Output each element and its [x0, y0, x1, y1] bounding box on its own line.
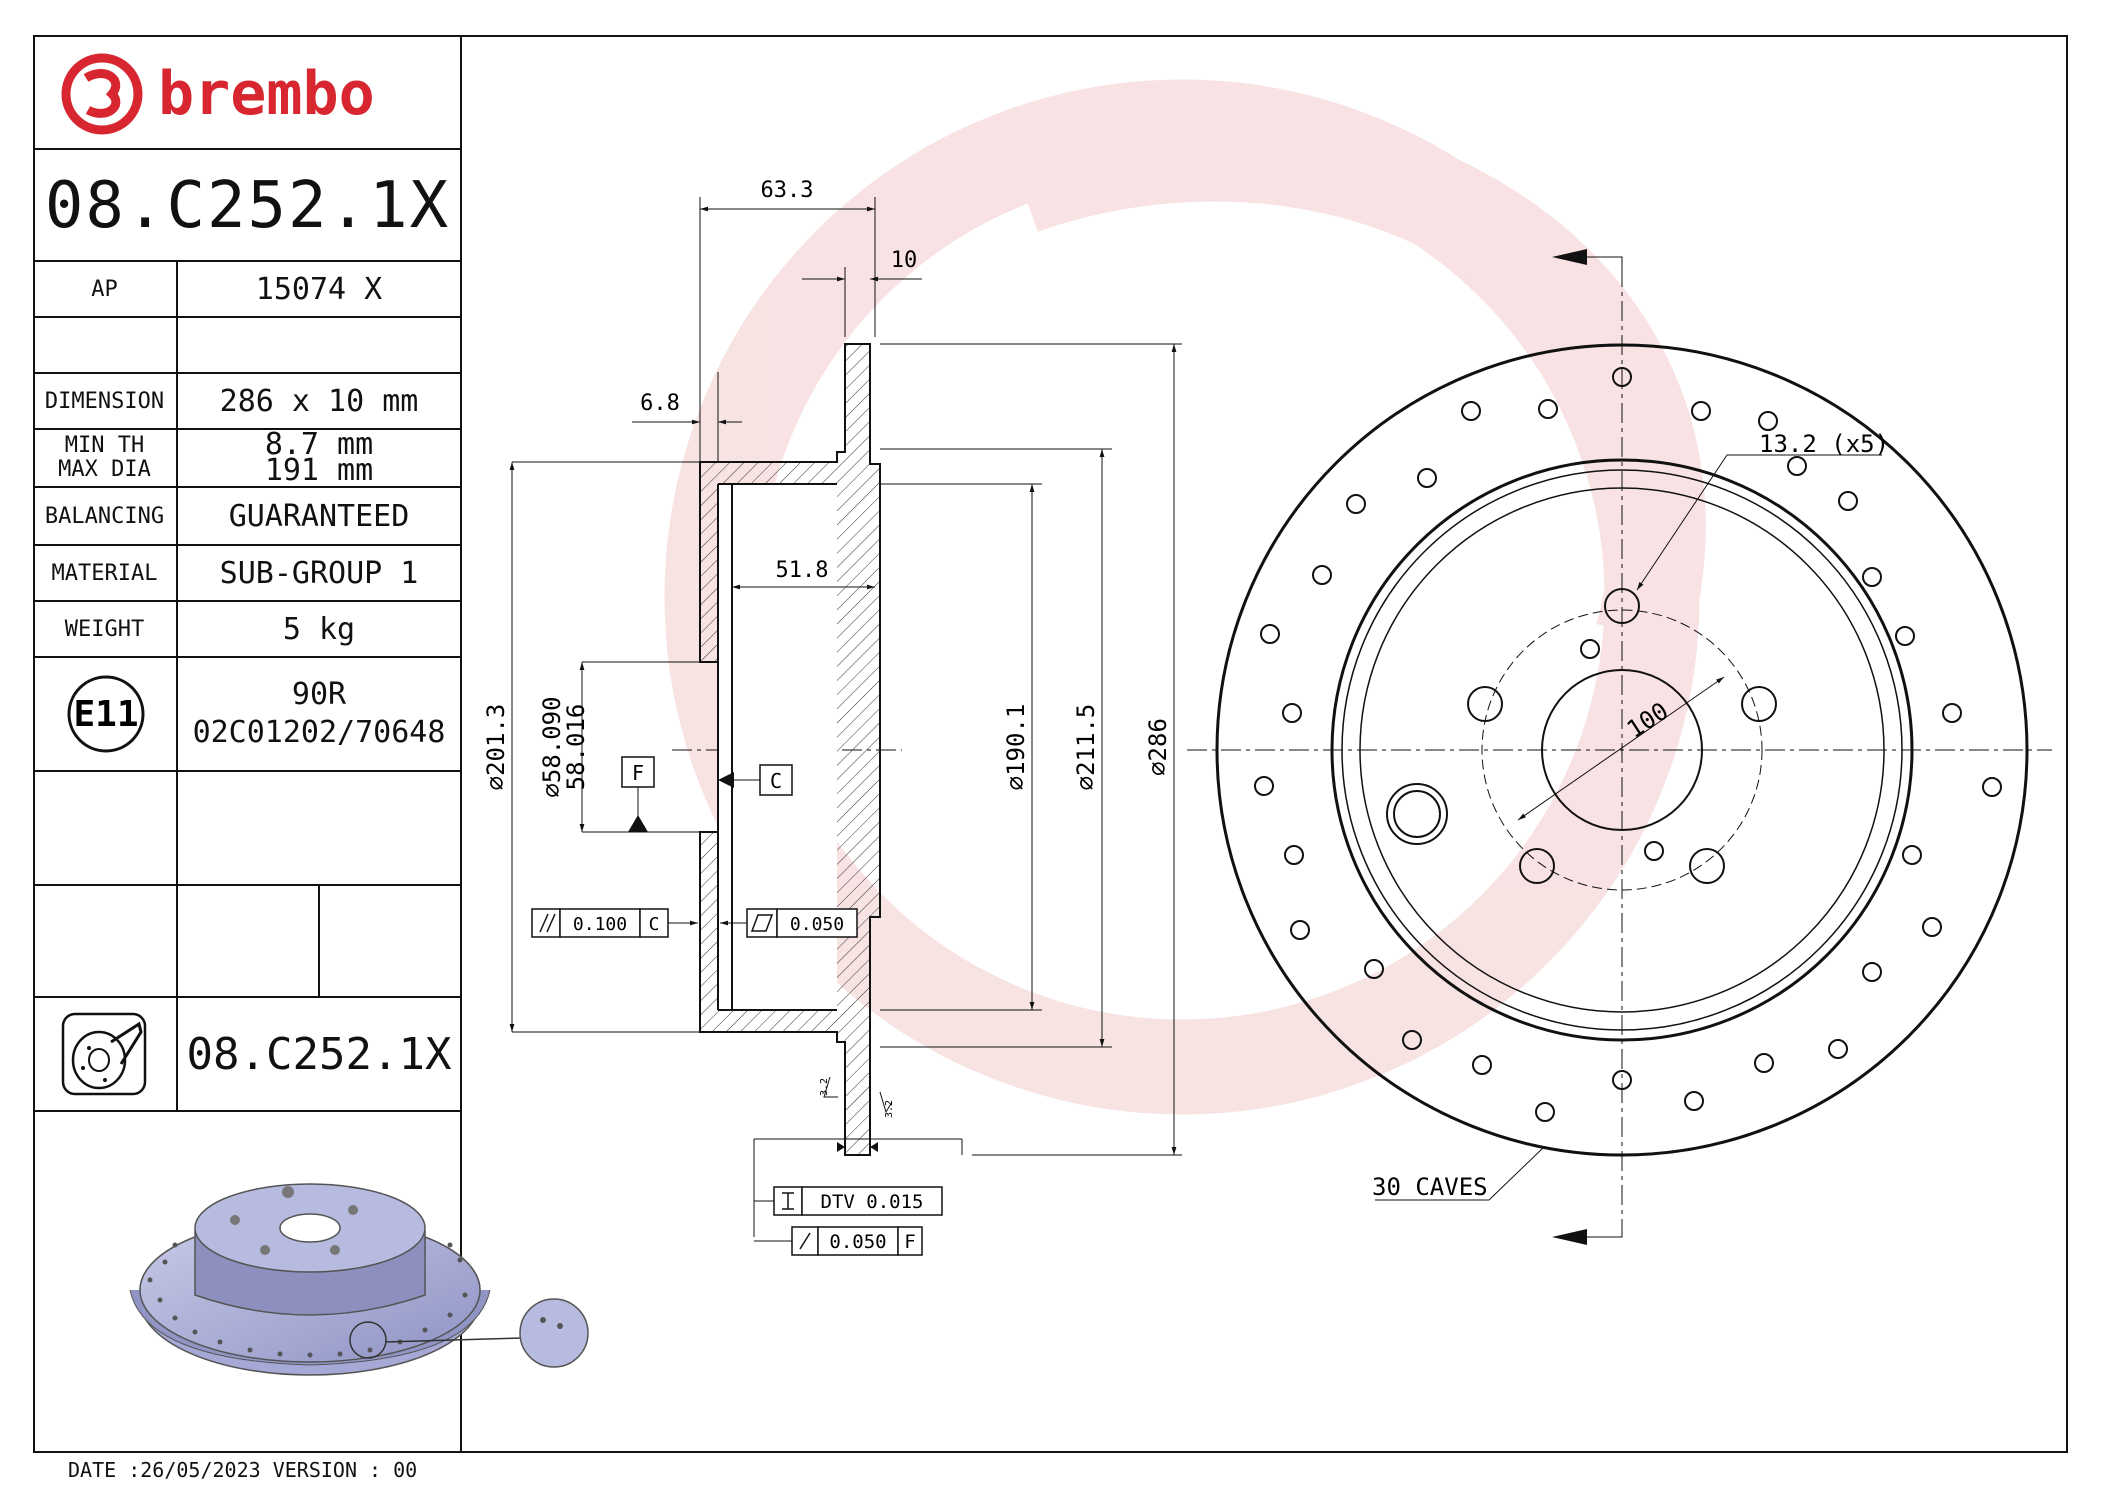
title-block — [33, 35, 462, 1453]
disc-3d-render — [129, 1183, 589, 1376]
spec-label: MIN TH MAX DIA — [58, 433, 151, 482]
svg-text:E11: E11 — [73, 694, 138, 735]
svg-text:C: C — [770, 769, 782, 793]
disc-drilled-icon — [61, 1012, 147, 1096]
svg-text:C: C — [649, 914, 660, 935]
spec-row-weight: WEIGHT 5 kg — [33, 602, 462, 658]
homologation-row: E11 90R 02C01202/70648 — [33, 658, 462, 772]
spec-row-min-th: MIN TH MAX DIA 8.7 mm 191 mm — [33, 430, 462, 488]
svg-text:58.016: 58.016 — [562, 704, 590, 791]
svg-text:brembo: brembo — [158, 59, 375, 129]
brand-row — [33, 37, 462, 150]
flatness-frame — [746, 908, 858, 938]
svg-text:∅190.1: ∅190.1 — [1002, 704, 1030, 791]
parallelism-frame — [531, 908, 669, 938]
cave-holes — [1254, 367, 2002, 1122]
svg-text:F: F — [904, 1231, 915, 1253]
spec-label: BALANCING — [44, 503, 165, 529]
dtv-icon — [782, 1192, 794, 1210]
svg-text:0.050: 0.050 — [790, 914, 844, 935]
svg-text:30 CAVES: 30 CAVES — [1372, 1173, 1488, 1201]
runout-icon — [799, 1232, 811, 1250]
svg-text:∅286: ∅286 — [1144, 718, 1172, 776]
part-code-title: 08.C252.1X — [44, 169, 451, 243]
svg-text:6.8: 6.8 — [640, 391, 680, 416]
svg-text:100: 100 — [1622, 697, 1674, 744]
spec-value: 286 x 10 mm — [219, 383, 419, 419]
svg-text:DTV 0.015: DTV 0.015 — [821, 1191, 924, 1213]
svg-text:3.2: 3.2 — [819, 1078, 830, 1096]
parallelism-icon — [539, 913, 556, 933]
brembo-logo-icon: brembo — [61, 53, 375, 135]
title-divider — [176, 262, 178, 998]
code-row — [33, 150, 462, 262]
spec-label: DIMENSION — [44, 388, 165, 414]
svg-text:∅201.3: ∅201.3 — [482, 704, 510, 791]
svg-text:63.3: 63.3 — [761, 178, 814, 203]
spec-value — [178, 318, 460, 372]
runout-frame — [791, 1226, 923, 1256]
svg-text:F: F — [632, 761, 644, 785]
spec-value: 8.7 mm 191 mm — [264, 427, 374, 488]
datum-c-box — [759, 764, 793, 796]
spec-row-material: MATERIAL SUB-GROUP 1 — [33, 546, 462, 602]
homologation-value: 90R 02C01202/70648 — [192, 677, 446, 750]
svg-text:3.2: 3.2 — [884, 1100, 895, 1118]
spec-value: GUARANTEED — [228, 498, 410, 534]
blank-row-1 — [33, 772, 462, 886]
svg-text:51.8: 51.8 — [776, 558, 829, 583]
code-row-bottom: 08.C252.1X — [33, 998, 462, 1112]
svg-text:∅58.090: ∅58.090 — [538, 696, 566, 797]
spec-row-blank — [33, 318, 462, 374]
spec-label: AP — [91, 276, 118, 302]
spec-label: MATERIAL — [51, 560, 158, 586]
spec-row-ap: AP 15074 X — [33, 262, 462, 318]
svg-text:10: 10 — [891, 248, 918, 273]
spec-row-dimension: DIMENSION 286 x 10 mm — [33, 374, 462, 430]
part-code-bottom: 08.C252.1X — [186, 1028, 452, 1080]
flatness-icon — [750, 914, 774, 932]
roughness-symbols — [823, 1076, 893, 1114]
cross-section — [699, 343, 881, 1156]
svg-text:∅211.5: ∅211.5 — [1072, 704, 1100, 791]
drawing-frame — [33, 35, 2068, 1453]
spec-label: WEIGHT — [64, 616, 145, 642]
svg-text:0.100: 0.100 — [573, 914, 627, 935]
technical-drawing: 63.3 10 6.8 51.8 ∅201.3 ∅58.090 58.016 ∅… — [482, 178, 2052, 1256]
dtv-frame — [773, 1186, 943, 1216]
title-divider — [318, 886, 320, 998]
svg-text:0.050: 0.050 — [829, 1231, 886, 1253]
spec-value: 5 kg — [282, 611, 356, 647]
footer-date-version: DATE :26/05/2023 VERSION : 00 — [68, 1458, 418, 1482]
blank-row-2 — [33, 886, 462, 998]
spec-value: 15074 X — [255, 271, 383, 307]
spec-row-balancing: BALANCING GUARANTEED — [33, 488, 462, 546]
svg-text:13.2 (x5): 13.2 (x5) — [1759, 430, 1889, 458]
e11-homologation-icon: E11 — [67, 675, 145, 753]
title-divider — [176, 998, 178, 1112]
spec-value: SUB-GROUP 1 — [219, 555, 419, 591]
spec-label — [33, 318, 176, 372]
